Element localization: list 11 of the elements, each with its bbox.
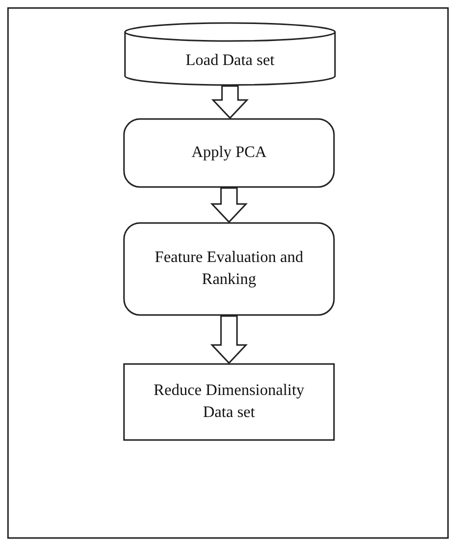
block-arrow	[211, 85, 249, 120]
process-box	[123, 118, 335, 188]
node-label: Load Data set	[186, 51, 274, 72]
node-label: Apply PCA	[191, 143, 267, 164]
process-box	[123, 222, 335, 316]
node-label: Feature Evaluation and Ranking	[154, 248, 304, 290]
node-label: Reduce Dimensionality Data set	[152, 381, 306, 423]
data-cylinder	[124, 22, 336, 86]
output-box	[123, 363, 335, 441]
block-arrow	[210, 187, 248, 224]
block-arrow	[210, 315, 248, 364]
